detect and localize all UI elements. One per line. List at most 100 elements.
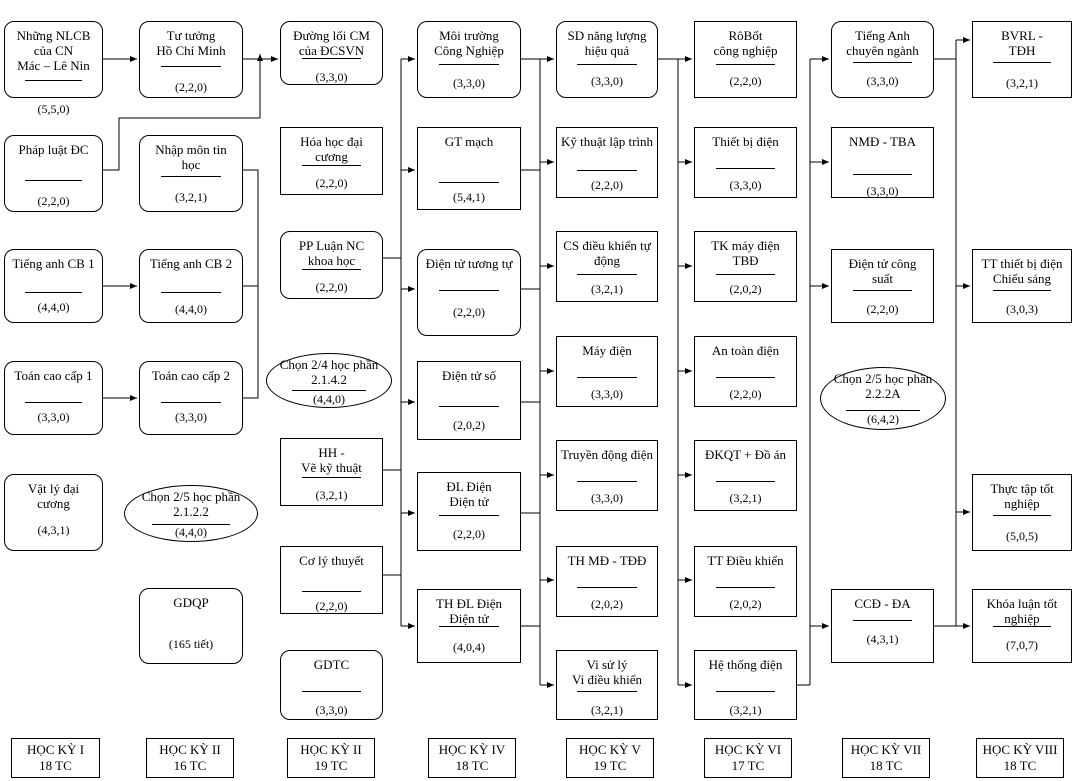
semester-name: HỌC KỲ VI	[714, 742, 782, 757]
course-name: Toán cao cấp 2	[151, 368, 231, 383]
semester-name: HỌC KỲ II	[159, 742, 221, 757]
course-underline	[302, 477, 361, 478]
course-box-c42: Chọn 2/5 học phần 2.2.2A(6,4,2)	[820, 367, 946, 430]
course-underline	[25, 180, 82, 181]
course-name: Điện tử số	[442, 368, 496, 383]
course-credits: (2,0,2)	[453, 418, 485, 432]
course-box-c5: Tiếng anh CB 1(4,4,0)	[4, 249, 103, 323]
course-underline	[716, 587, 775, 588]
course-box-c35: An toàn điện (2,2,0)	[694, 336, 797, 407]
bus-sem5	[658, 58, 679, 685]
course-box-c3: Pháp luật ĐC(2,2,0)	[4, 135, 103, 212]
course-name: CS điều khiển tự động	[563, 238, 651, 268]
semester-name: HỌC KỲ V	[579, 742, 641, 757]
course-name: Chọn 2/5 học phần 2.1.2.2	[141, 489, 241, 519]
course-box-c14: PP Luận NC khoa học(2,2,0)	[280, 231, 383, 299]
course-underline	[716, 168, 775, 169]
course-underline	[152, 524, 230, 525]
course-box-c44: BVRL - TĐH(3,2,1)	[972, 21, 1072, 98]
course-name: Đường lối CM của ĐCSVN	[293, 28, 370, 58]
course-box-c11: GDQP(165 tiết)	[139, 588, 243, 664]
course-name: Vi sử lý Vi điều khiển	[572, 657, 642, 687]
course-name: Chọn 2/5 học phần 2.2.2A	[833, 371, 933, 401]
course-name: Pháp luật ĐC	[18, 142, 89, 157]
course-underline	[25, 292, 82, 293]
course-name: NMĐ - TBA	[849, 134, 916, 149]
course-box-c28: Máy điện(3,3,0)	[556, 336, 658, 407]
course-name: Điện tử tương tự	[425, 256, 513, 271]
course-name: TT Điều khiển	[707, 553, 784, 568]
course-name: Tiếng anh CB 2	[149, 256, 233, 271]
course-name: Tiếng anh CB 1	[12, 256, 95, 271]
course-credits: (2,2,0)	[453, 527, 485, 541]
course-credits: (3,3,0)	[315, 703, 348, 717]
course-underline	[846, 410, 920, 411]
course-underline	[161, 66, 221, 67]
course-credits: (2,2,0)	[866, 302, 899, 316]
course-name: Kỹ thuật lập trình	[560, 134, 654, 149]
bus-sem3	[383, 59, 402, 626]
bus-sem2	[243, 169, 259, 399]
course-box-c13: Hóa học đại cương(2,2,0)	[280, 127, 383, 195]
course-name: TH ĐL Điện Điện tử	[436, 596, 502, 626]
course-credits: (165 tiết)	[168, 637, 214, 651]
course-box-c9: Vật lý đại cương(4,3,1)	[4, 474, 103, 551]
course-credits: (3,3,0)	[866, 74, 899, 88]
course-underline	[439, 406, 499, 407]
line-c3-up	[103, 117, 260, 171]
course-underline	[993, 626, 1051, 627]
course-name: Vật lý đại cương	[27, 481, 80, 511]
course-name: An toàn điện	[711, 343, 780, 358]
course-credits: (5,0,5)	[1006, 529, 1038, 543]
course-name: Chọn 2/4 học phần 2.1.4.2	[279, 357, 379, 387]
course-underline	[716, 274, 775, 275]
course-credits: (5,5,0)	[37, 102, 70, 116]
course-name: Những NLCB của CN Mác – Lê Nin	[16, 28, 91, 73]
course-credits: (4,0,4)	[453, 640, 485, 654]
course-underline	[577, 170, 637, 171]
course-underline	[302, 58, 361, 59]
course-name: PP Luận NC khoa học	[298, 238, 365, 268]
course-underline	[302, 691, 361, 692]
course-box-c6: Tiếng anh CB 2(4,4,0)	[139, 249, 243, 323]
course-box-c21: Điện tử tương tự (2,2,0)	[417, 249, 521, 336]
course-underline	[25, 80, 82, 81]
course-underline	[853, 62, 912, 63]
course-box-c31: Vi sử lý Vi điều khiển(3,2,1)	[556, 650, 658, 720]
course-underline	[716, 64, 775, 65]
course-box-c32: RôBốt công nghiệp(2,2,0)	[694, 21, 797, 98]
course-credits: (2,2,0)	[729, 387, 762, 401]
course-box-c12: Đường lối CM của ĐCSVN(3,3,0)	[280, 21, 383, 85]
course-box-c37: TT Điều khiển(2,0,2)	[694, 546, 797, 617]
course-box-c47: Khóa luận tốt nghiệp(7,0,7)	[972, 589, 1072, 663]
semester-credits: 18 TC	[869, 758, 903, 773]
course-credits: (2,2,0)	[729, 74, 762, 88]
course-box-c27: CS điều khiển tự động (3,2,1)	[556, 231, 658, 302]
course-credits: (3,2,1)	[591, 282, 623, 296]
semester-name: HỌC KỲ II	[300, 742, 362, 757]
course-credits: (4,4,0)	[313, 392, 345, 406]
course-box-c17: Cơ lý thuyết(2,2,0)	[280, 546, 383, 614]
course-box-c22: Điện tử số (2,0,2)	[417, 361, 521, 440]
course-name: Điện tử công suất	[848, 256, 917, 286]
course-credits: (3,3,0)	[591, 387, 623, 401]
course-box-c29: Truyền động điện(3,3,0)	[556, 440, 658, 511]
course-name: Thiết bị điện	[712, 134, 779, 149]
course-credits: (2,2,0)	[453, 305, 485, 319]
course-name: ĐL Điện Điện tử	[446, 479, 492, 509]
semester-name: HỌC KỲ I	[26, 742, 85, 757]
course-box-c15: Chọn 2/4 học phần 2.1.4.2 (4,4,0)	[266, 353, 392, 408]
course-credits: (3,3,0)	[453, 76, 485, 90]
course-name: Nhập môn tin học	[155, 142, 227, 172]
course-underline	[577, 587, 637, 588]
course-name: GDTC	[313, 657, 350, 672]
course-name: Toán cao cấp 1	[14, 368, 93, 383]
course-underline	[25, 402, 82, 403]
course-name: TT thiết bị điện Chiếu sáng	[981, 256, 1063, 286]
course-credits: (3,0,3)	[1006, 302, 1038, 316]
semester-name: HỌC KỲ IV	[438, 742, 506, 757]
